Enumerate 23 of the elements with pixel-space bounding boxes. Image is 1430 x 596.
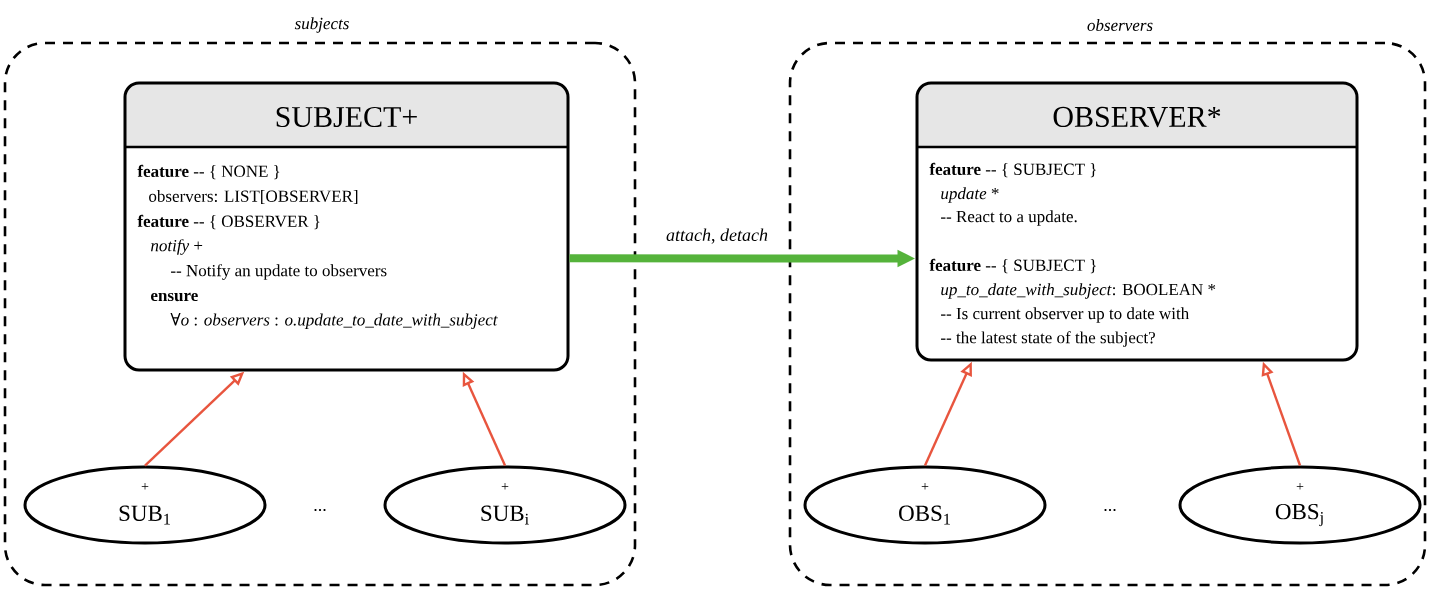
code-line: ∀o : observers : o.update_to_date_with_subject bbox=[170, 313, 498, 329]
code-line: feature -- { OBSERVER } bbox=[137, 214, 320, 230]
class-name: SUBJECT+ bbox=[276, 106, 417, 128]
code-line: notify + bbox=[151, 239, 203, 255]
code-line: ensure bbox=[151, 292, 198, 302]
code-line: feature -- { SUBJECT } bbox=[929, 162, 1096, 178]
code-line: -- React to a update. bbox=[941, 210, 1077, 226]
code-line: update* bbox=[941, 187, 999, 203]
code-line: up_to_date_with_subject: BOOLEAN * bbox=[941, 283, 1216, 299]
code-line: -- the latest state of the subject? bbox=[941, 331, 1155, 347]
edge-label: attach, detach bbox=[664, 226, 770, 246]
class-name: OBSERVER* bbox=[1053, 106, 1221, 128]
code-line: feature -- { NONE } bbox=[137, 164, 280, 180]
node-label: observers bbox=[1087, 19, 1153, 31]
class-box bbox=[123, 81, 570, 372]
ellipsis: ... bbox=[1104, 508, 1116, 512]
code-line: -- Is current observer up to date with bbox=[941, 307, 1189, 323]
node-label: subjects bbox=[294, 17, 349, 33]
class-box bbox=[915, 81, 1359, 362]
code-line: -- Notify an update to observers bbox=[171, 264, 387, 280]
ellipsis: ... bbox=[314, 508, 326, 512]
code-line: observers: LIST[OBSERVER] bbox=[149, 189, 358, 205]
code-line: feature -- { SUBJECT } bbox=[929, 258, 1096, 274]
